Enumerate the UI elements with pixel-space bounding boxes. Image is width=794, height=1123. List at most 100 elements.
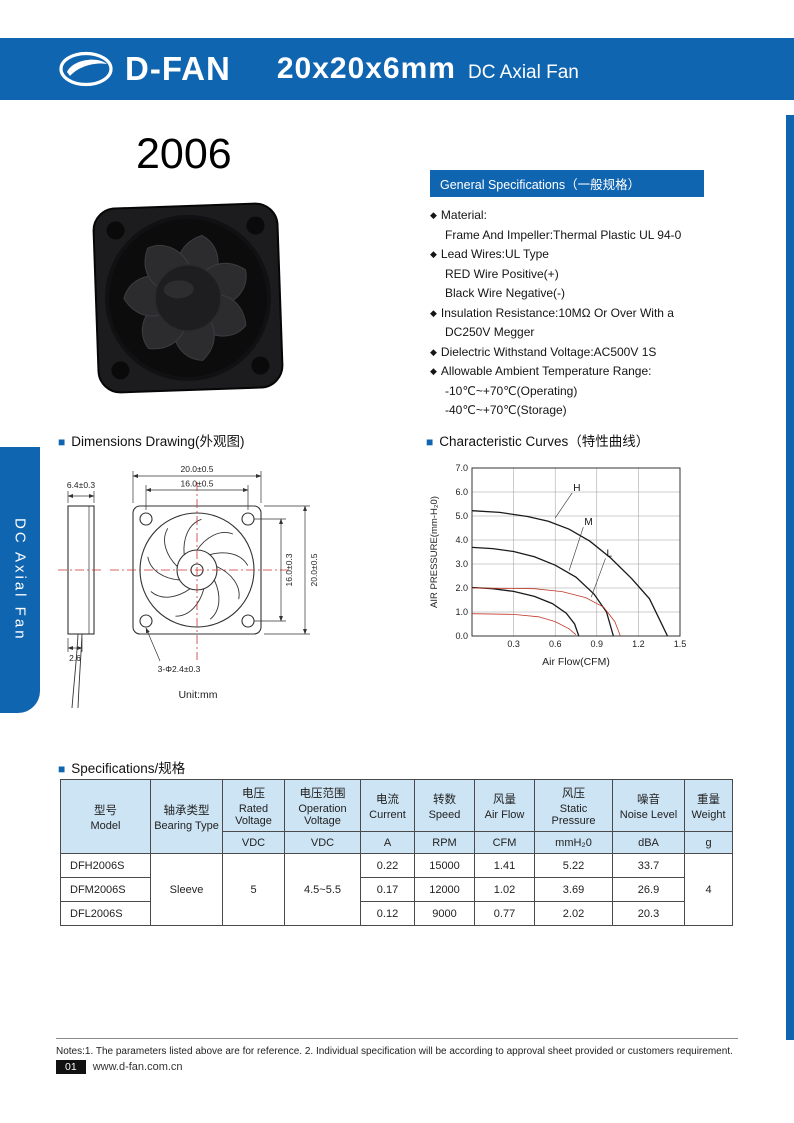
curve-label-M: M: [584, 517, 592, 528]
general-specs-title: General Specifications（一般规格）: [430, 170, 704, 197]
general-specifications: General Specifications（一般规格） Material:Fr…: [430, 170, 704, 421]
curve-L: [471, 586, 580, 637]
plot-frame: [471, 467, 681, 637]
curve-label-L: L: [607, 548, 613, 559]
spec-cell: 12000: [414, 877, 475, 902]
spec-unit-cell: VDC: [284, 831, 361, 854]
dim-side-width: 6.4±0.3: [67, 480, 96, 490]
curves-section-label: Characteristic Curves（特性曲线）: [439, 434, 650, 449]
diamond-bullet-icon: [430, 210, 437, 220]
y-tick-label: 4.0: [455, 535, 468, 545]
section-bullet-icon: [426, 435, 433, 449]
lead-wire: [71, 633, 79, 709]
side-tab-dc-axial-fan: DC Axial Fan: [0, 447, 40, 713]
diamond-bullet-icon: [430, 249, 437, 259]
spec-cell: 0.17: [360, 877, 415, 902]
spec-section-label: Specifications/规格: [71, 761, 186, 776]
spec-cell: 3.69: [534, 877, 613, 902]
spec-cell: 4.5~5.5: [284, 853, 361, 926]
y-tick-label: 6.0: [455, 487, 468, 497]
general-spec-line: -10℃~+70℃(Operating): [445, 383, 578, 398]
spec-cell: DFM2006S: [60, 877, 151, 902]
product-size-title: 20x20x6mm: [276, 52, 456, 85]
spec-cell: 9000: [414, 901, 475, 926]
curve-M: [471, 546, 615, 637]
spec-cell: Sleeve: [150, 853, 223, 926]
general-spec-line: Frame And Impeller:Thermal Plastic UL 94…: [445, 227, 682, 242]
dim-outer-width: 20.0±0.5: [180, 464, 213, 474]
mount-hole: [241, 512, 255, 526]
spec-cell: 15000: [414, 853, 475, 878]
notes: Notes:1. The parameters listed above are…: [56, 1038, 738, 1057]
x-tick-label: 0.9: [591, 639, 604, 649]
curve-H: [471, 510, 669, 637]
side-tab-label: DC Axial Fan: [11, 518, 29, 642]
impeller-blades: [146, 517, 250, 621]
general-spec-line: -40℃~+70℃(Storage): [445, 403, 567, 417]
dim-outer-height: 20.0±0.5: [309, 553, 319, 586]
brand-name: D-FAN: [125, 50, 231, 87]
spec-unit-cell: RPM: [414, 831, 475, 854]
x-tick-label: 0.3: [507, 639, 520, 649]
drawing-outlines: [67, 505, 262, 709]
general-spec-line: Material:: [430, 206, 704, 226]
y-tick-label: 2.0: [455, 583, 468, 593]
mount-hole: [241, 614, 255, 628]
spec-unit-cell: A: [360, 831, 415, 854]
spec-unit-cell: dBA: [612, 831, 685, 854]
diamond-bullet-icon: [430, 347, 437, 357]
spec-section-title: Specifications/规格: [58, 757, 185, 777]
dim-hole-pitch-v: 16.0±0.3: [284, 553, 294, 586]
diamond-bullet-icon: [430, 366, 437, 376]
dfan-logo-icon: [59, 51, 113, 87]
curve-ref-low: [471, 613, 577, 636]
dimension-lines: [67, 471, 310, 662]
right-edge-bar: [786, 115, 794, 1040]
general-spec-line: Black Wire Negative(-): [445, 286, 566, 300]
general-specs-list: Material:Frame And Impeller:Thermal Plas…: [430, 206, 704, 421]
characteristic-curves-chart: AIR PRESSURE(mm-H₂0) Air Flow(CFM) 0.3 0.…: [429, 463, 686, 668]
x-tick-label: 1.5: [674, 639, 687, 649]
spec-cell: 1.41: [474, 853, 535, 878]
page-number-badge: 01: [56, 1060, 86, 1074]
chart-y-axis-title: AIR PRESSURE(mm-H₂0): [429, 496, 440, 608]
curve-ref-high: [471, 587, 621, 637]
spec-cell: 33.7: [612, 853, 685, 878]
curve-label-leader: [590, 558, 606, 598]
chart-x-axis-title: Air Flow(CFM): [542, 656, 610, 668]
y-tick-label: 0.0: [455, 631, 468, 641]
spec-cell: 2.02: [534, 901, 613, 926]
dimensions-section-title: Dimensions Drawing(外观图): [58, 430, 245, 450]
curve-label-leader: [568, 527, 584, 571]
mount-hole: [139, 512, 153, 526]
general-spec-line: Dielectric Withstand Voltage:AC500V 1S: [430, 343, 704, 363]
product-title: 20x20x6mm DC Axial Fan: [277, 52, 579, 86]
curve-label-leader: [554, 492, 573, 519]
spec-cell: 4: [684, 853, 733, 926]
dim-hole-pitch-h: 16.0±0.5: [180, 479, 213, 489]
lead-wire: [77, 633, 83, 709]
general-spec-line: Insulation Resistance:10MΩ Or Over With …: [430, 304, 704, 324]
spec-cell: DFL2006S: [60, 901, 151, 926]
product-type-title: DC Axial Fan: [467, 62, 579, 83]
x-tick-label: 0.6: [549, 639, 562, 649]
spec-unit-cell: g: [684, 831, 733, 854]
general-spec-line: Lead Wires:UL Type: [430, 245, 704, 265]
diamond-bullet-icon: [430, 308, 437, 318]
website-url: www.d-fan.com.cn: [92, 1061, 183, 1073]
spec-cell: DFH2006S: [60, 853, 151, 878]
fan-product-photo: [92, 202, 284, 394]
y-tick-label: 3.0: [455, 559, 468, 569]
